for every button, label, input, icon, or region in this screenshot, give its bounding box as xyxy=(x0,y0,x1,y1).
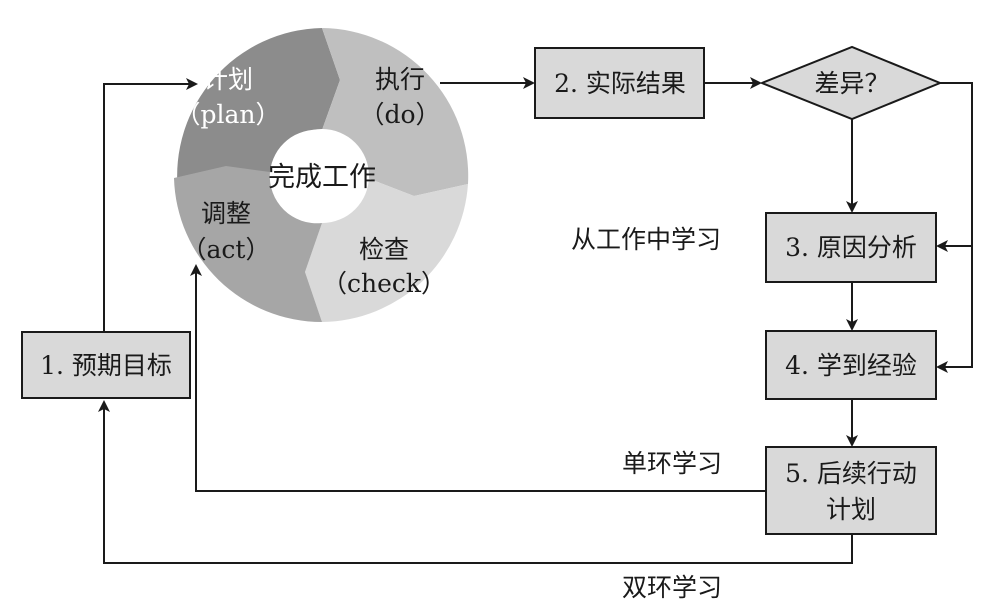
followup-box xyxy=(765,446,937,535)
double-loop-label: 双环学习 xyxy=(622,573,722,602)
actual-result-label: 2. 实际结果 xyxy=(554,69,686,98)
cause-analysis-label: 3. 原因分析 xyxy=(785,233,917,262)
do-label-zh: 执行 xyxy=(375,65,425,94)
ring-segment-act xyxy=(174,166,322,322)
center-label: 完成工作 xyxy=(268,162,376,193)
expected-goal-label: 1. 预期目标 xyxy=(40,351,172,380)
arrow-single-loop xyxy=(190,264,766,492)
arrow-difference-right-to-lessons xyxy=(936,246,973,373)
ring-segment-plan xyxy=(177,28,340,192)
act-label-en: （act） xyxy=(182,235,271,264)
arrow-difference-right-to-cause xyxy=(936,82,973,252)
single-loop-label: 单环学习 xyxy=(622,449,722,478)
cause-analysis-box xyxy=(765,212,937,283)
check-label-en: （check） xyxy=(322,269,446,298)
do-label-en: （do） xyxy=(359,100,440,129)
act-label-zh: 调整 xyxy=(201,199,251,228)
check-label-zh: 检查 xyxy=(359,235,409,264)
ring-segment-check xyxy=(305,177,468,322)
plan-label-zh: 计划 xyxy=(203,65,253,94)
plan-label-en: （plan） xyxy=(175,100,280,129)
expected-goal-box xyxy=(21,331,191,399)
ring-center xyxy=(275,129,369,223)
followup-label-line2: 计划 xyxy=(826,495,876,524)
arrow-goal-to-plan xyxy=(103,78,198,332)
arrow-double-loop xyxy=(98,400,853,564)
lessons-label: 4. 学到经验 xyxy=(785,351,917,380)
ring-segment-do xyxy=(322,28,469,196)
learn-from-work-label: 从工作中学习 xyxy=(571,225,721,254)
difference-label: 差异？ xyxy=(814,69,889,98)
followup-label-line1: 5. 后续行动 xyxy=(785,459,917,488)
